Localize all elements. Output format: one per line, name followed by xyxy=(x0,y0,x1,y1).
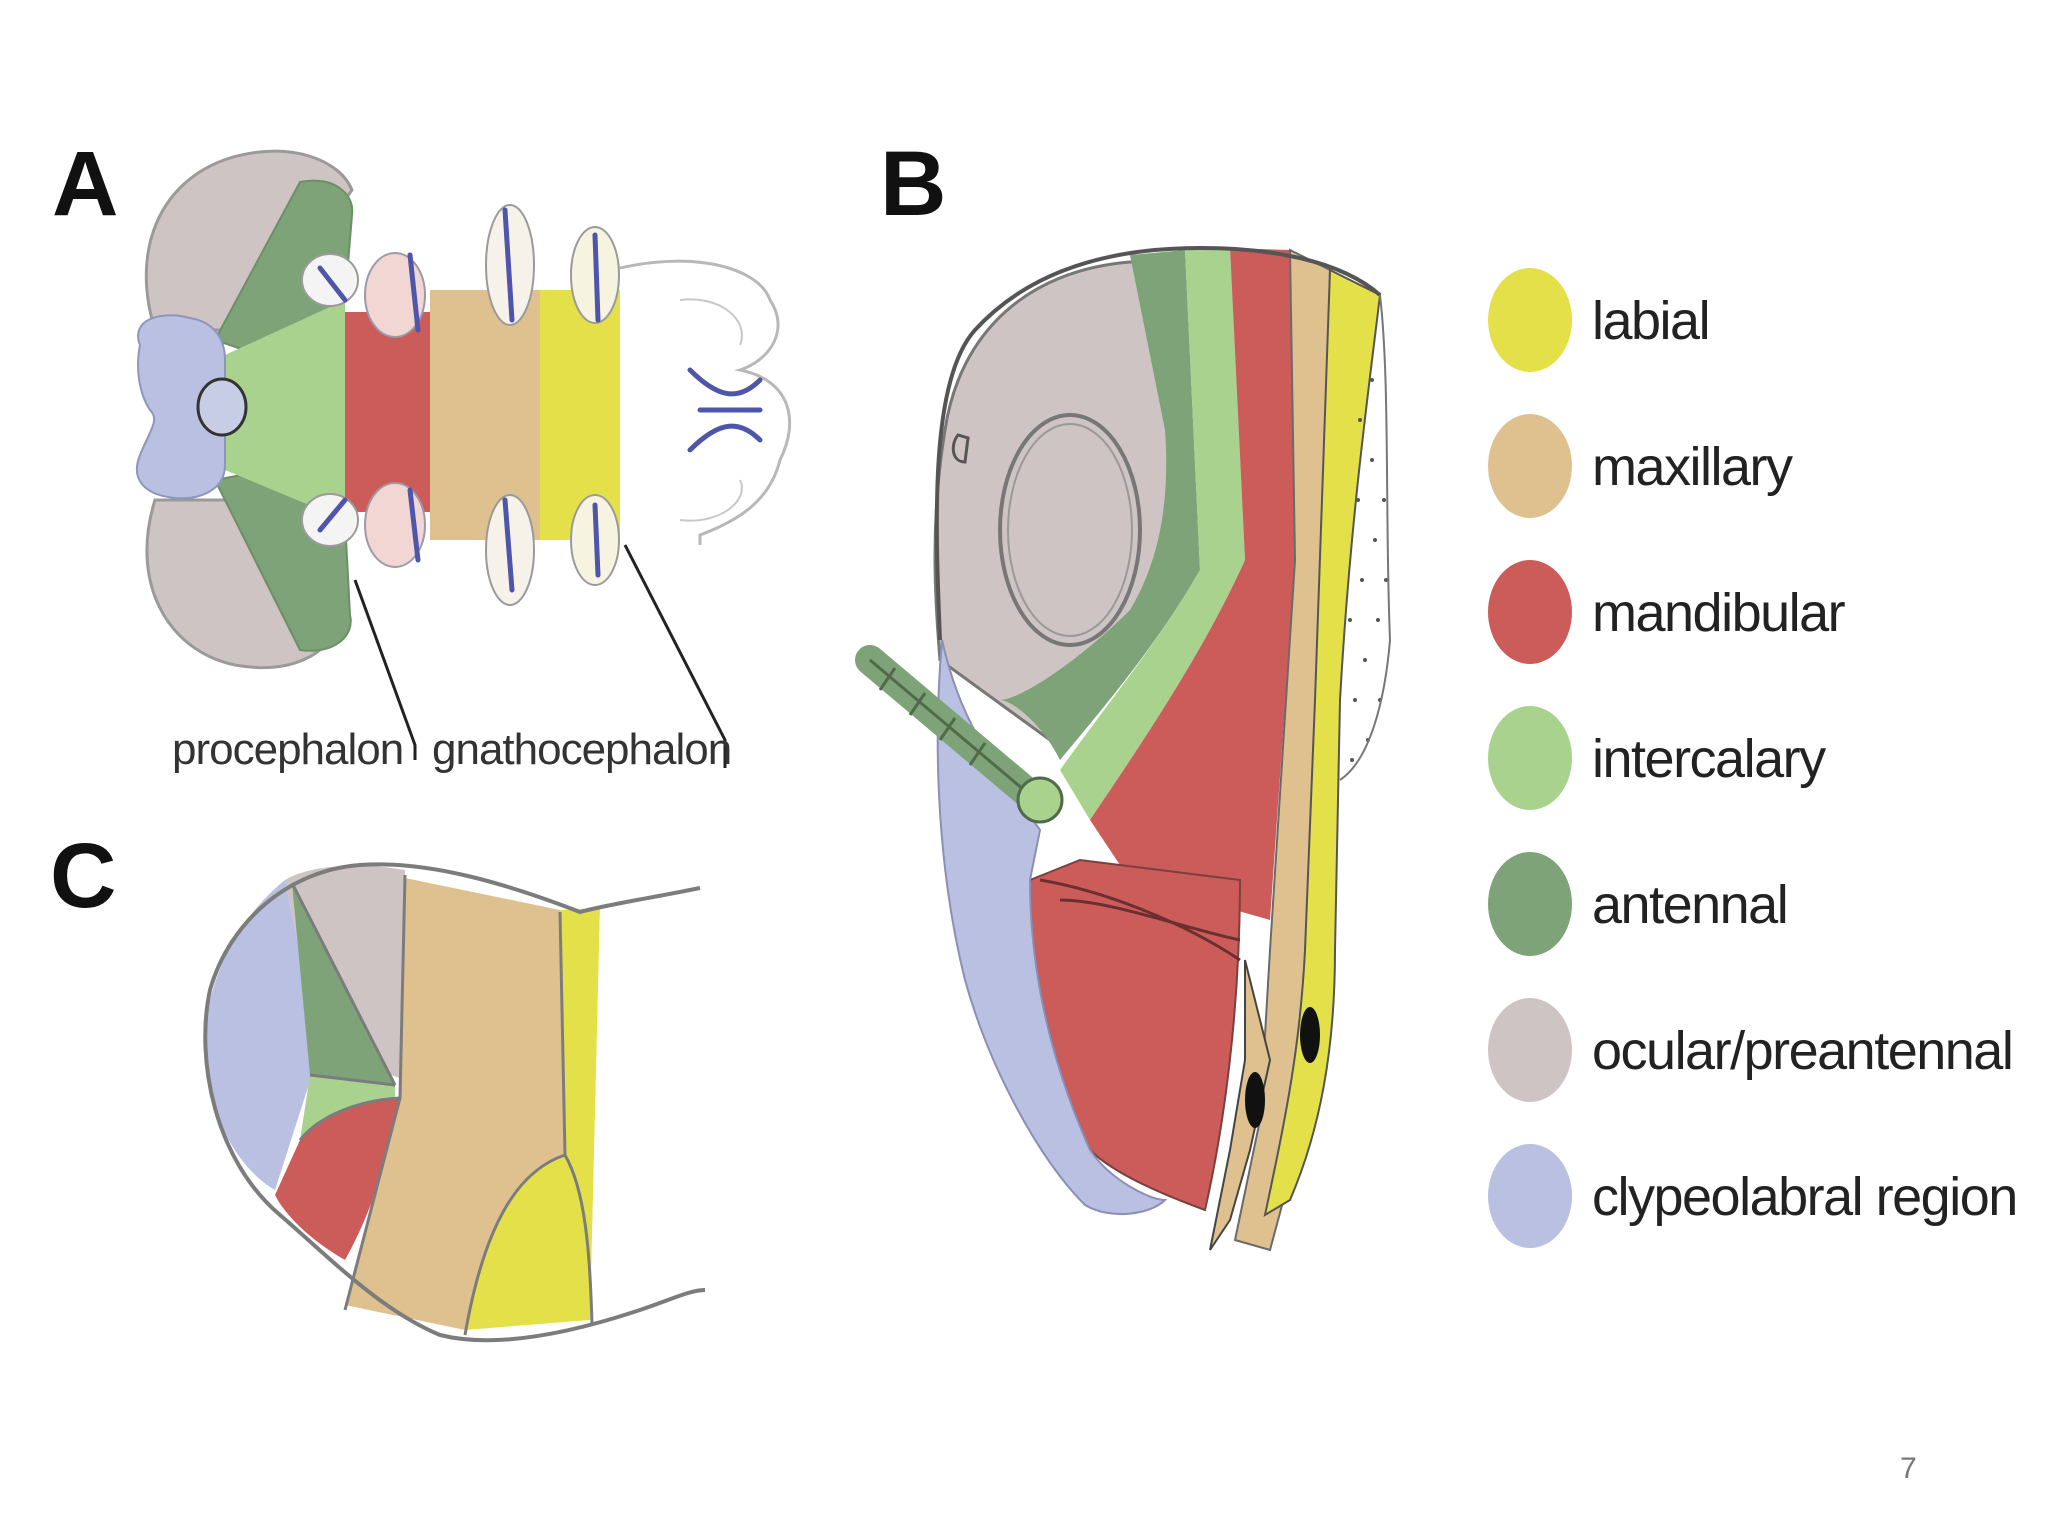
legend-label: antennal xyxy=(1592,875,1789,935)
panel-a-trunk-outline xyxy=(619,259,792,545)
panel-b-palp-spot-2 xyxy=(1300,1007,1320,1063)
panel-a-procephalon-leader xyxy=(353,579,417,760)
legend-label: ocular/preantennal xyxy=(1592,1021,2014,1081)
legend-swatch xyxy=(1488,414,1572,518)
panel-c-outline xyxy=(203,862,706,1343)
panel-c-embryo xyxy=(203,862,706,1343)
panel-b-intercalary-band xyxy=(1060,248,1245,820)
label-procephalon: procephalon xyxy=(172,725,404,774)
panel-b-adult-head xyxy=(855,245,1392,1252)
panel-b-labial-band xyxy=(1263,268,1382,1218)
panel-b-compound-eye xyxy=(998,413,1142,647)
legend-item: clypeolabral region xyxy=(1488,1144,2018,1254)
panel-b-maxillary-palp xyxy=(1209,959,1272,1251)
panel-a-maxillary xyxy=(430,290,540,540)
legend-swatch xyxy=(1488,852,1572,956)
panel-b-antenna xyxy=(855,645,1064,824)
legend-swatch xyxy=(1488,706,1572,810)
panel-c-maxillary xyxy=(345,878,565,1330)
panel-b-ocellus xyxy=(951,433,970,464)
panel-a-intercalary xyxy=(225,300,345,520)
panel-b-neck-edge xyxy=(1339,294,1392,781)
legend-swatch xyxy=(1488,1144,1572,1248)
panel-c-letter: C xyxy=(50,825,117,927)
legend-item: mandibular xyxy=(1488,560,2008,670)
panel-b-antennal-band xyxy=(1000,250,1200,760)
legend-swatch xyxy=(1488,998,1572,1102)
legend-label: clypeolabral region xyxy=(1592,1167,2018,1227)
panel-b-mandible-detail xyxy=(1039,878,1241,962)
legend-swatch xyxy=(1488,268,1572,372)
panel-a-letter: A xyxy=(52,133,119,235)
panel-a-labial xyxy=(540,290,620,540)
panel-c-ocular xyxy=(285,865,405,1080)
panel-b-mandibular-band xyxy=(1090,248,1295,920)
panel-c-labial xyxy=(465,908,600,1330)
legend-item: antennal xyxy=(1488,852,2008,962)
panel-a-mandibular xyxy=(345,312,430,512)
legend-item: maxillary xyxy=(1488,414,2008,524)
panel-c-posterior-white xyxy=(590,888,700,1320)
panel-a-stomodeum xyxy=(196,377,248,437)
panel-a-trunk-inner xyxy=(679,298,743,522)
legend-item: intercalary xyxy=(1488,706,2008,816)
legend-item: labial xyxy=(1488,268,2008,378)
label-gnathocephalon: gnathocephalon xyxy=(432,725,732,774)
legend-item: ocular/preantennal xyxy=(1488,998,2014,1108)
panel-b-letter: B xyxy=(880,133,947,235)
panel-b-neck-membrane xyxy=(1348,378,1388,762)
legend-label: maxillary xyxy=(1592,437,1793,497)
legend-swatch xyxy=(1488,560,1572,664)
legend-label: labial xyxy=(1592,291,1711,351)
page-number: 7 xyxy=(1900,1452,1917,1485)
panel-b-palp-spot-1 xyxy=(1245,1072,1265,1128)
legend-label: mandibular xyxy=(1592,583,1846,643)
legend-label: intercalary xyxy=(1592,729,1826,789)
panel-c-clypeolabrum xyxy=(204,880,320,1190)
panel-a-embryo xyxy=(135,149,792,768)
panel-b-compound-eye-inner xyxy=(1007,423,1133,637)
panel-c-segment-borders xyxy=(290,874,594,1336)
panel-a-clypeolabrum xyxy=(135,314,226,500)
panel-a-expression-stripes xyxy=(317,207,763,593)
panel-c-mandibular xyxy=(275,1098,400,1260)
panel-b-head-outline xyxy=(934,245,1382,641)
panel-a-gnathocephalon-leader xyxy=(623,544,727,768)
